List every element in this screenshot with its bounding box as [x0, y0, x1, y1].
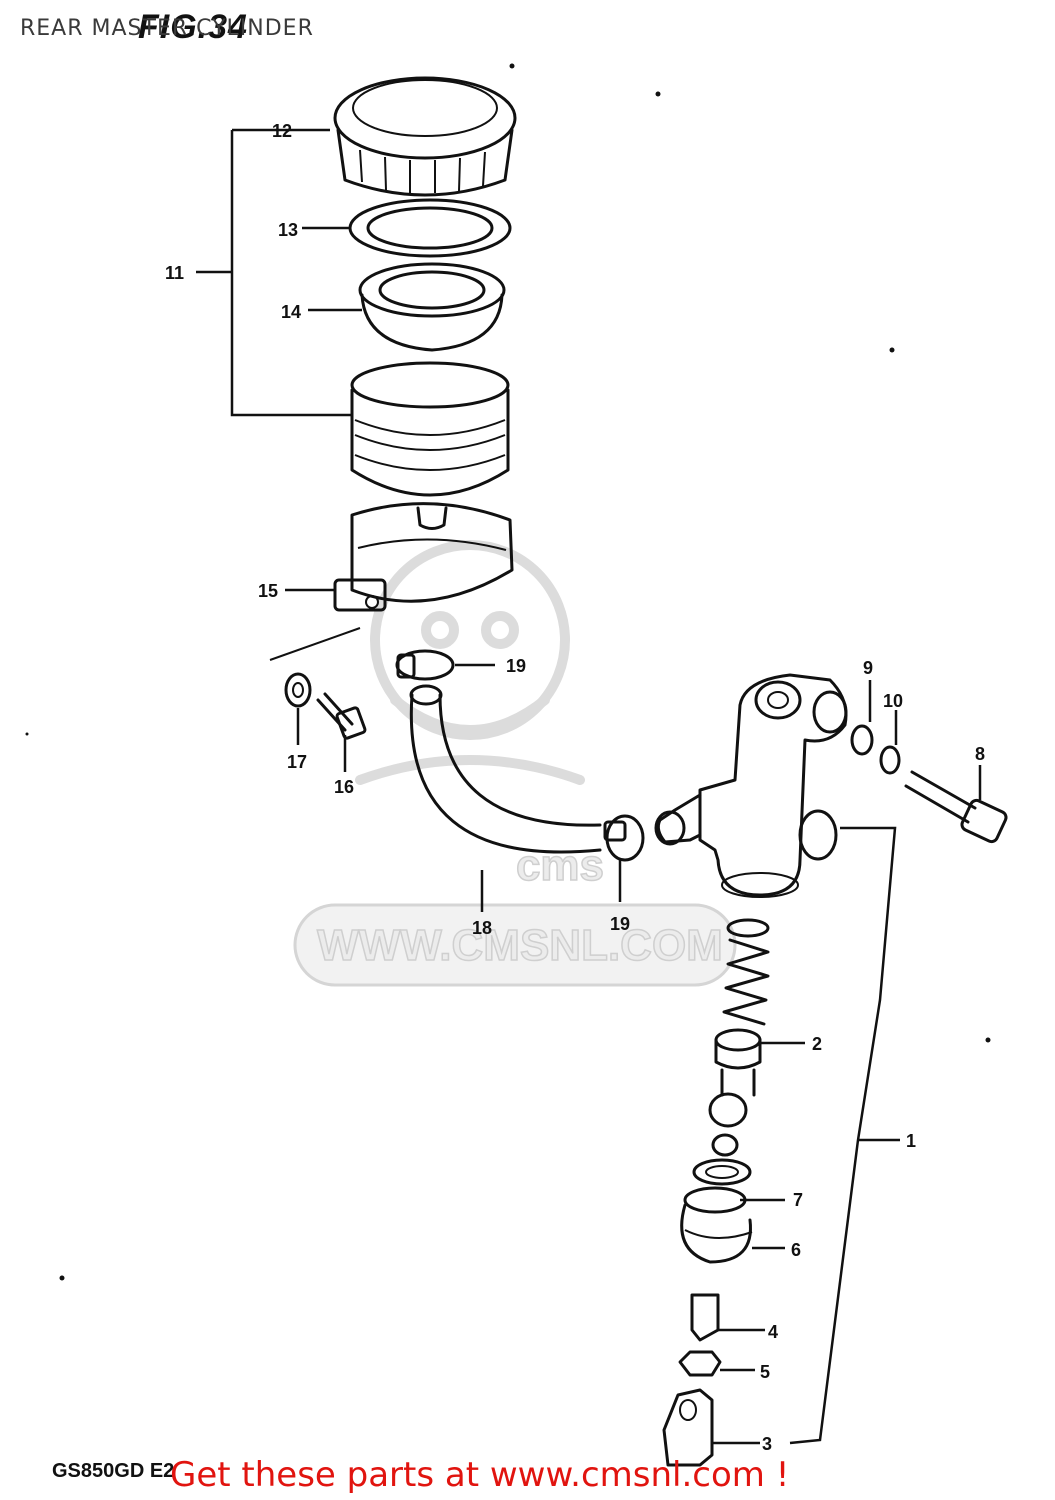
callout-10: 10	[883, 691, 903, 711]
piston	[708, 1068, 756, 1128]
callout-2: 2	[812, 1034, 822, 1054]
circlip-7	[692, 1158, 752, 1186]
reservoir-hose	[409, 684, 602, 854]
watermark-url: WWW.CMSNL.COM	[317, 921, 723, 970]
master-cylinder-body	[654, 673, 848, 898]
bolt-16	[316, 692, 367, 740]
callout-13: 13	[278, 220, 298, 240]
callout-16: 16	[334, 777, 354, 797]
watermark: WWW.CMSNL.COM cms	[293, 540, 737, 987]
callout-7: 7	[793, 1190, 803, 1210]
callout-19-upper: 19	[506, 656, 526, 676]
callout-18: 18	[472, 918, 492, 938]
hose-clamp-upper	[395, 649, 455, 681]
callout-11: 11	[165, 263, 184, 283]
callout-19-lower: 19	[610, 914, 630, 934]
callout-1: 1	[906, 1131, 916, 1151]
nut-5	[678, 1350, 722, 1377]
watermark-logo: cms	[516, 841, 604, 890]
diaphragm-plate	[348, 198, 512, 258]
piston-tip	[711, 1133, 739, 1157]
reservoir-cap	[333, 76, 517, 197]
washer-17	[284, 672, 312, 708]
callout-17: 17	[287, 752, 307, 772]
callout-3: 3	[762, 1434, 772, 1454]
reservoir-band	[333, 502, 514, 612]
diaphragm	[358, 262, 506, 352]
primary-cup-2	[714, 1028, 762, 1070]
push-rod-4	[690, 1293, 720, 1342]
model-code: GS850GD E2	[52, 1460, 175, 1482]
callout-9: 9	[863, 658, 873, 678]
callout-5: 5	[760, 1362, 770, 1382]
watermark-mascot-icon	[355, 540, 585, 785]
callouts: 12 13 11 14 15 19 9 10 8 17 16 18 19 2 1…	[165, 121, 985, 1454]
parts-link[interactable]: Get these parts at www.cmsnl.com !	[170, 1455, 790, 1495]
callout-4: 4	[768, 1322, 778, 1342]
washer-9	[850, 724, 874, 756]
callout-6: 6	[791, 1240, 801, 1260]
bolt-8	[904, 770, 1008, 844]
return-spring	[722, 918, 770, 1026]
clevis-3	[662, 1388, 714, 1467]
callout-12: 12	[272, 121, 292, 141]
reservoir-body	[350, 361, 510, 530]
hose-clamp-lower	[603, 814, 645, 862]
figure-label: FIG.34	[138, 8, 248, 46]
callout-15: 15	[258, 581, 278, 601]
page-title: REAR MASTER CYLINDER	[20, 16, 314, 41]
scan-specks	[25, 63, 991, 1281]
callout-8: 8	[975, 744, 985, 764]
callout-14: 14	[281, 302, 301, 322]
washer-10	[879, 745, 901, 775]
